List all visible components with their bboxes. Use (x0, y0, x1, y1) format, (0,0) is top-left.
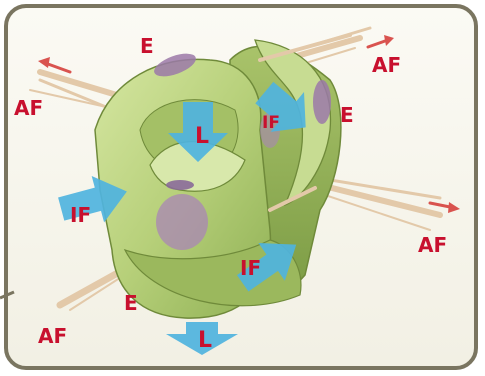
label-if-left: IF (70, 203, 91, 227)
label-e-bottom: E (124, 291, 138, 315)
label-af-right: AF (418, 233, 447, 257)
label-if-inner: IF (262, 113, 280, 133)
label-l-bottom: L (198, 328, 212, 353)
label-if-lower: IF (240, 256, 261, 280)
label-l-center: L (195, 124, 209, 149)
label-af-left: AF (14, 96, 43, 120)
endothelial-cell-nucleus (313, 80, 331, 124)
label-e-top: E (140, 34, 154, 58)
label-e-right: E (340, 103, 354, 127)
endothelial-cell-body (156, 194, 208, 250)
endothelial-cell-nucleus (166, 180, 194, 190)
label-af-bottom-left: AF (38, 324, 67, 348)
label-af-top-right: AF (372, 53, 401, 77)
